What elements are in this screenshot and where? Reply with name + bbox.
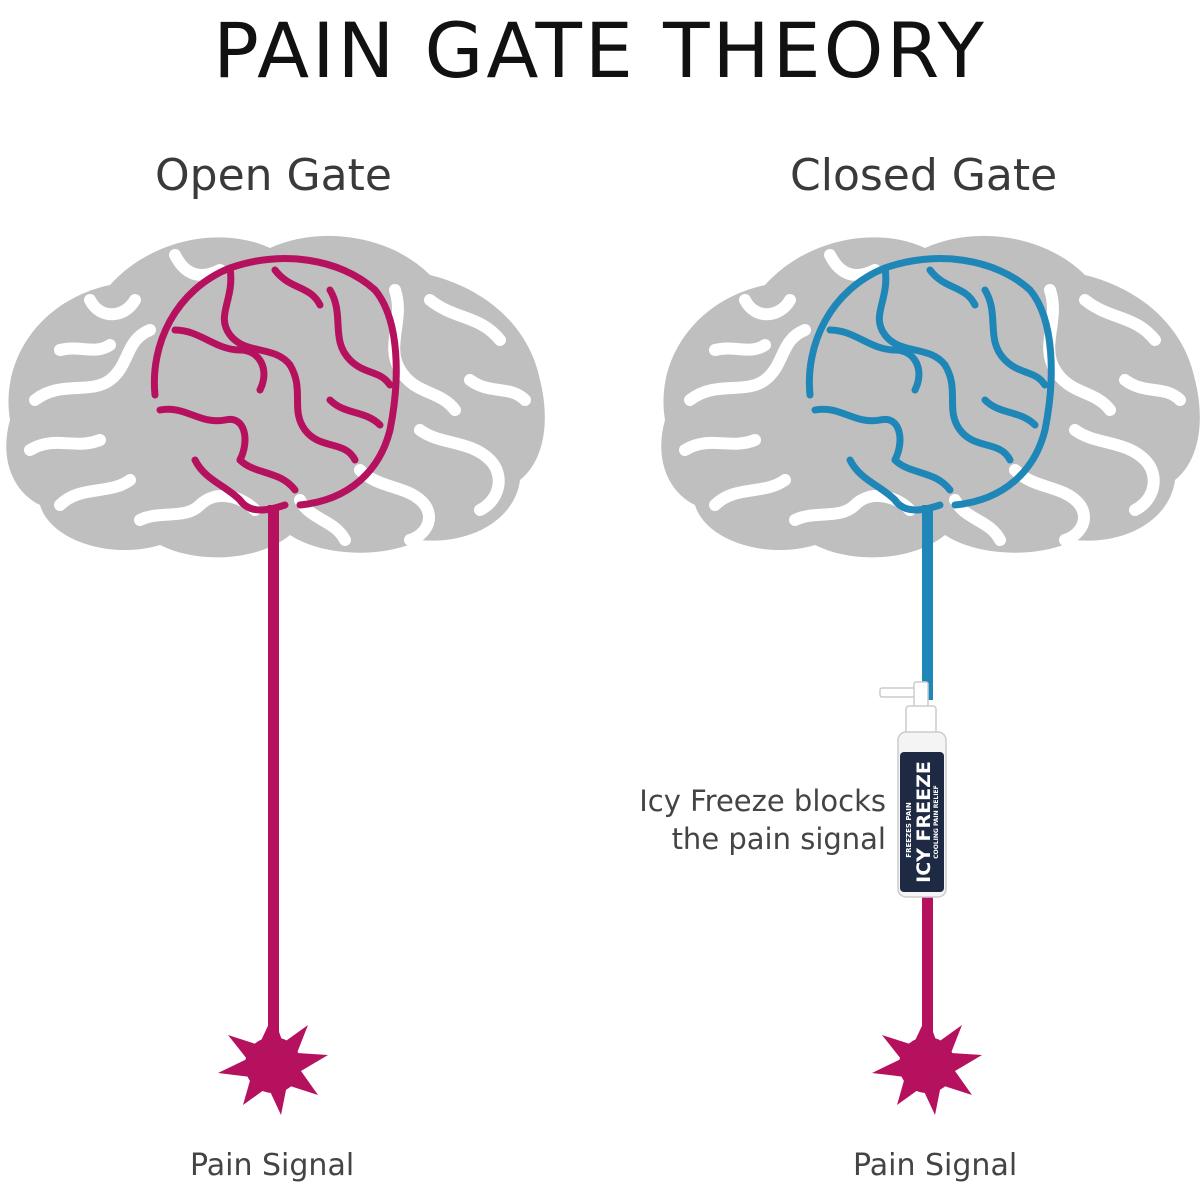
pain-burst-right [872,1015,982,1115]
callout-text: Icy Freeze blocks the pain signal [560,782,886,858]
brain-highlight-blue [805,255,1055,514]
pain-signal-label-left: Pain Signal [190,1148,355,1183]
page-title: PAIN GATE THEORY [213,6,987,95]
closed-gate-label: Closed Gate [790,150,1058,201]
pain-pathway-left [268,505,279,1065]
brain-closed-gate [661,236,1200,557]
callout-line-1: Icy Freeze blocks [639,784,886,818]
bottle-subtitle-text: COOLING PAIN RELIEF [933,785,940,859]
pain-signal-label-right: Pain Signal [853,1148,1018,1183]
bottle-name-text: ICY FREEZE [913,761,935,883]
pain-pathway-right [922,895,933,1065]
brain-highlight-magenta [150,255,400,514]
bottle-brand-text: FREEZES PAIN [905,802,913,858]
open-gate-label: Open Gate [155,150,392,201]
callout-line-2: the pain signal [671,822,886,856]
cool-pathway-right [922,505,933,700]
pain-burst-left [218,1015,328,1115]
icy-freeze-bottle: FREEZES PAIN ICY FREEZE COOLING PAIN REL… [879,681,947,898]
brain-open-gate [6,236,545,557]
